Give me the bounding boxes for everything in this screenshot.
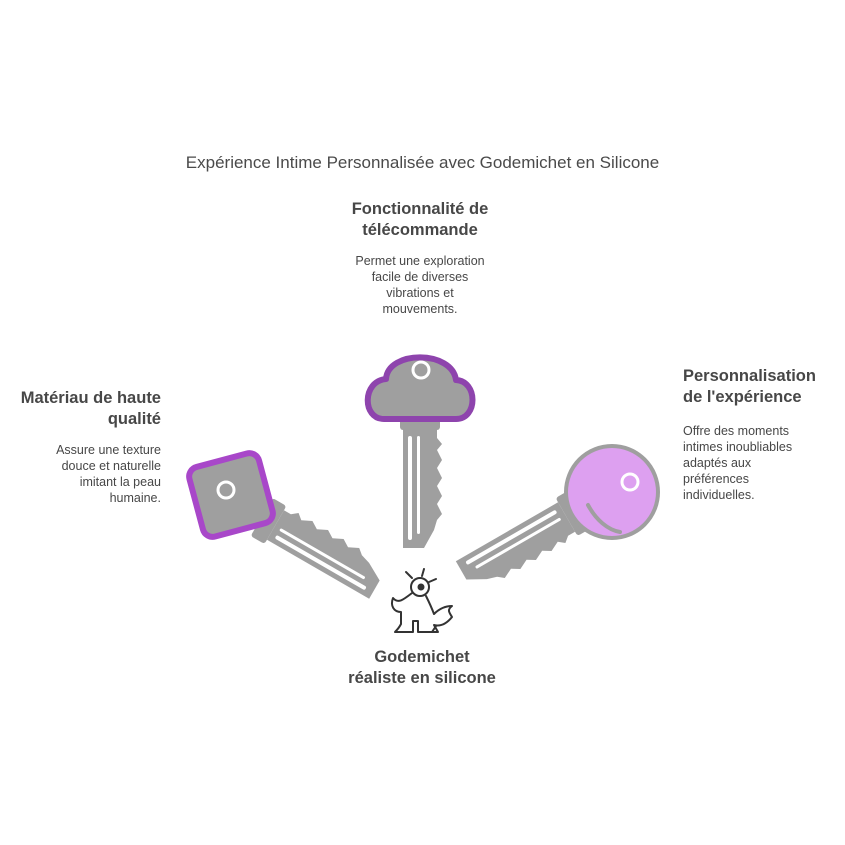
diagram-title: Expérience Intime Personnalisée avec God… <box>185 153 660 172</box>
left-description-line-3: imitant la peau <box>79 475 161 489</box>
right-description: Offre des moments intimes inoubliables a… <box>683 423 843 503</box>
left-heading: Matériau de haute qualité <box>0 388 161 430</box>
right-heading: Personnalisation de l'expérience <box>683 366 843 408</box>
top-heading-line-2: télécommande <box>362 221 478 239</box>
top-description-line-3: vibrations et <box>386 286 454 300</box>
key-square-bow-icon <box>186 450 389 599</box>
center-heading: Godemichet réaliste en silicone <box>302 647 542 689</box>
key-cloud-bow-icon <box>364 354 476 548</box>
right-description-line-3: adaptés aux <box>683 456 752 470</box>
right-description-line-1: Offre des moments <box>683 424 790 438</box>
center-heading-line-1: Godemichet <box>374 648 470 666</box>
left-heading-line-2: qualité <box>107 410 161 428</box>
center-heading-line-2: réaliste en silicone <box>348 669 496 687</box>
left-description-line-1: Assure une texture <box>56 443 161 457</box>
lock-figure-icon <box>391 568 453 633</box>
right-description-line-2: intimes inoubliables <box>683 440 793 454</box>
top-heading-line-1: Fonctionnalité de <box>351 200 489 218</box>
key-round-bow-icon <box>455 444 660 596</box>
top-description-line-1: Permet une exploration <box>355 254 485 268</box>
right-description-line-5: individuelles. <box>683 488 755 502</box>
right-heading-line-2: de l'expérience <box>683 388 802 406</box>
top-description-line-2: facile de diverses <box>371 270 469 284</box>
left-description: Assure une texture douce et naturelle im… <box>0 442 161 506</box>
left-description-line-4: humaine. <box>109 491 161 505</box>
left-description-line-2: douce et naturelle <box>61 459 161 473</box>
left-heading-line-1: Matériau de haute <box>20 389 161 407</box>
right-description-line-4: préférences <box>683 472 750 486</box>
top-heading: Fonctionnalité de télécommande <box>320 199 520 241</box>
right-heading-line-1: Personnalisation <box>683 367 816 385</box>
top-description-line-4: mouvements. <box>382 302 458 316</box>
top-description: Permet une exploration facile de diverse… <box>320 253 520 317</box>
